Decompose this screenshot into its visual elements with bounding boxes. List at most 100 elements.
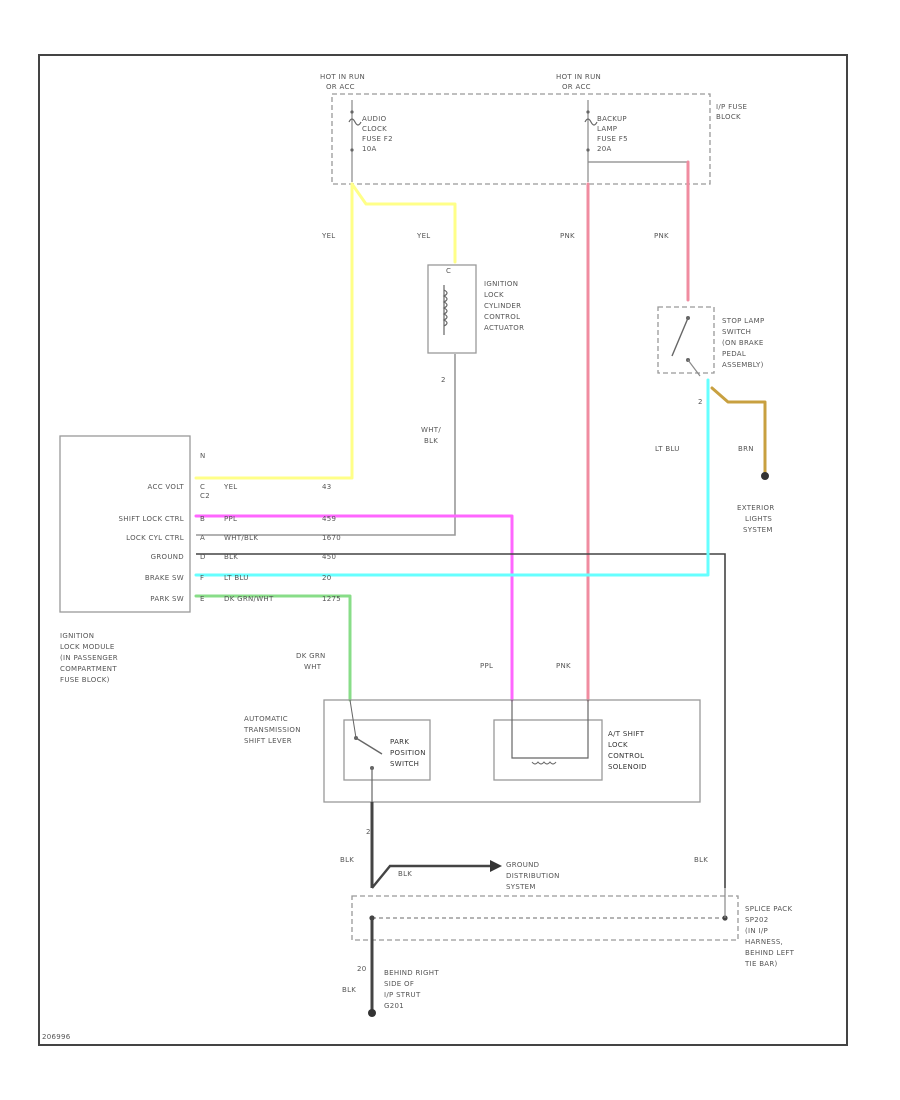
splice-outline (351, 895, 739, 941)
shift-lever-name-2: TRANSMISSION (243, 726, 301, 734)
module-row-circuit: 450 (322, 553, 336, 561)
module-row-color: BLK (224, 553, 238, 561)
stoplamp-outline (657, 306, 715, 374)
audio-clock-fuse (348, 100, 362, 182)
wire-wht-blk (196, 354, 456, 536)
module-row-color: WHT/BLK (224, 534, 258, 542)
actuator-pin-top: C (446, 267, 451, 275)
actuator-box (427, 264, 477, 354)
fuse-block: HOT IN RUN OR ACC HOT IN RUN OR ACC AUDI… (320, 73, 747, 185)
module-row-pin: C (200, 483, 205, 491)
module-row-label: SHIFT LOCK CTRL (119, 515, 184, 523)
fuse-block-name-1: I/P FUSE (716, 103, 747, 111)
automatic-transmission-shift-lever: AUTOMATIC TRANSMISSION SHIFT LEVER PARK … (243, 699, 701, 803)
solenoid-name-1: A/T SHIFT (608, 730, 645, 738)
shift-lever-name-1: AUTOMATIC (244, 715, 288, 723)
park-switch-name-3: SWITCH (390, 760, 419, 768)
stoplamp-name-5: ASSEMBLY) (722, 361, 764, 369)
stoplamp-name-4: PEDAL (722, 350, 746, 358)
module-row-color: LT BLU (224, 574, 249, 582)
or-acc-label-1: OR ACC (326, 83, 355, 91)
wire-label-wht: WHT/ (421, 426, 441, 434)
hot-in-run-label-2: HOT IN RUN (556, 73, 601, 81)
g201-name-2: SIDE OF (384, 980, 414, 988)
splice-name-2: SP202 (745, 916, 769, 924)
stoplamp-pin-bottom: 2 (698, 398, 703, 406)
actuator-name-4: CONTROL (484, 313, 520, 321)
wire-blk-ground (196, 553, 726, 888)
g201-ground-symbol (368, 1009, 376, 1017)
shift-lever-name-3: SHIFT LEVER (244, 737, 292, 745)
ignition-lock-cylinder-actuator: C 2 IGNITION LOCK CYLINDER CONTROL ACTUA… (427, 264, 524, 384)
ground-dist-name-3: SYSTEM (506, 883, 536, 891)
module-row-color: YEL (223, 483, 238, 491)
module-row-circuit: 43 (322, 483, 332, 491)
splice-name-6: TIE BAR) (744, 960, 778, 968)
hot-in-run-label-1: HOT IN RUN (320, 73, 365, 81)
actuator-name-5: ACTUATOR (484, 324, 524, 332)
wire-label-pnk-left: PNK (560, 232, 575, 240)
module-name-2: LOCK MODULE (60, 643, 115, 651)
wire-yel-module (194, 182, 354, 480)
wire-dk-grn-park (194, 594, 352, 702)
actuator-pin-bottom: 2 (441, 376, 446, 384)
fuse1-line4: 10A (362, 145, 377, 153)
stop-lamp-switch: 2 STOP LAMP SWITCH (ON BRAKE PEDAL ASSEM… (657, 306, 764, 406)
module-row-pin: F (200, 574, 204, 582)
fuse2-line1: BACKUP (597, 115, 627, 123)
module-row-pin: D (200, 553, 206, 561)
splice-name-4: HARNESS, (745, 938, 783, 946)
figure-id: 206996 (42, 1033, 71, 1041)
wire-brn-exterior (710, 386, 767, 476)
module-pin-c2: C2 (200, 492, 210, 500)
wire-ppl-shift-lock (194, 514, 514, 702)
wire-label-pnk-bottom: PNK (556, 662, 571, 670)
g201-name-4: G201 (384, 1002, 404, 1010)
fuse-block-name-2: BLOCK (716, 113, 741, 121)
module-row-circuit: 1275 (322, 595, 341, 603)
stoplamp-name-2: SWITCH (722, 328, 751, 336)
stoplamp-name-3: (ON BRAKE (722, 339, 764, 347)
wire-label-blk: BLK (424, 437, 438, 445)
wire-label-wht-2: WHT (304, 663, 322, 671)
module-name-4: COMPARTMENT (60, 665, 117, 673)
module-row-label: LOCK CYL CTRL (126, 534, 184, 542)
splice-name-3: (IN I/P (745, 927, 768, 935)
module-row-color: PPL (224, 515, 237, 523)
wire-label-lt-blu: LT BLU (655, 445, 680, 453)
splice-name-1: SPLICE PACK (745, 905, 792, 913)
splice-pack: SPLICE PACK SP202 (IN I/P HARNESS, BEHIN… (351, 888, 795, 968)
ground-dist-name-1: GROUND (506, 861, 539, 869)
splice-name-5: BEHIND LEFT (745, 949, 795, 957)
exterior-name-1: EXTERIOR (737, 504, 775, 512)
wire-blk-ground-dist (371, 864, 490, 889)
module-row-color: DK GRN/WHT (224, 595, 274, 603)
wire-label-blk-left: BLK (340, 856, 354, 864)
fuse2-line3: FUSE F5 (597, 135, 628, 143)
module-row-label: GROUND (151, 553, 184, 561)
wire-yel-acc-volt (350, 182, 457, 264)
ground-dist-arrow (490, 860, 502, 872)
g201-pin: 20 (357, 965, 367, 973)
module-row-pin: A (200, 534, 205, 542)
wire-label-brn: BRN (738, 445, 754, 453)
wire-label-blk-bottom: BLK (342, 986, 356, 994)
module-row-pin: E (200, 595, 205, 603)
fuse1-line2: CLOCK (362, 125, 387, 133)
actuator-name-1: IGNITION (484, 280, 518, 288)
wire-label-yel-right: YEL (416, 232, 431, 240)
module-pin-top: N (200, 452, 206, 460)
module-row-label: PARK SW (150, 595, 184, 603)
park-switch-pin-bottom: 2 (366, 828, 371, 836)
solenoid-name-2: LOCK (608, 741, 628, 749)
actuator-name-3: CYLINDER (484, 302, 521, 310)
wire-label-yel-left: YEL (321, 232, 336, 240)
fuse-block-outline (331, 93, 711, 185)
ground-wire-label: BLK (398, 870, 412, 878)
module-row-circuit: 459 (322, 515, 336, 523)
module-name-3: (IN PASSENGER (60, 654, 118, 662)
module-row-label: BRAKE SW (145, 574, 184, 582)
module-row-pin: B (200, 515, 205, 523)
